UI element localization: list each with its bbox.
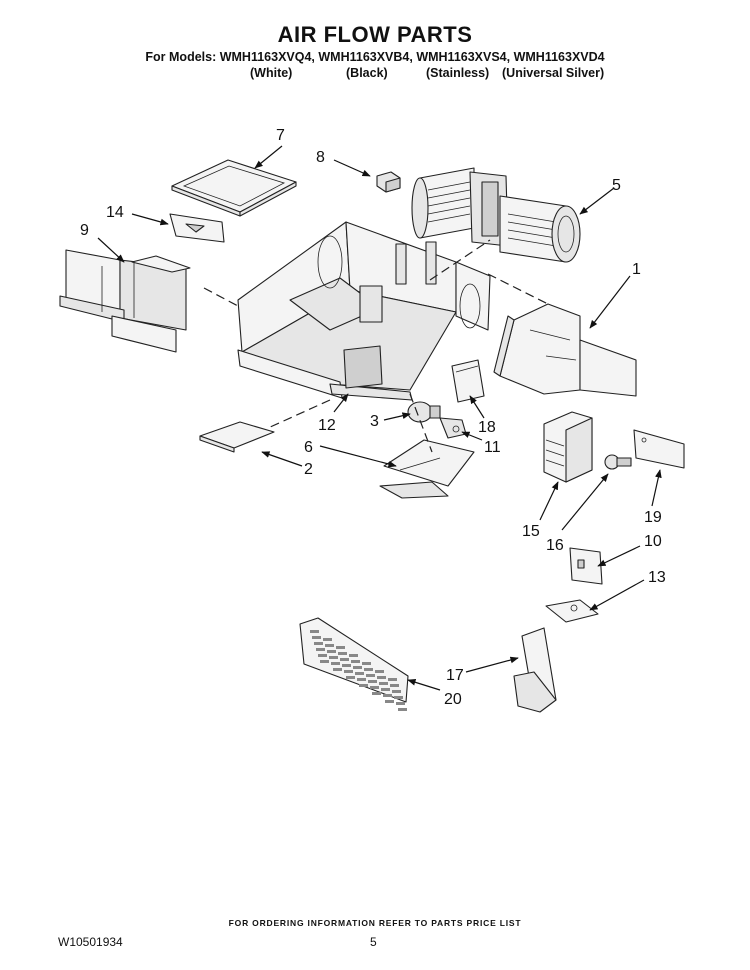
part-19-bracket-plate [633, 429, 685, 469]
grille-slot [359, 684, 368, 687]
grille-slot [353, 666, 362, 669]
callout-17: 17 [446, 667, 464, 684]
callout-arrows [97, 145, 662, 691]
part-16-thermal-cutout [604, 454, 632, 470]
callout-20: 20 [444, 691, 462, 708]
grille-slot [316, 648, 325, 651]
callout-11: 11 [484, 439, 501, 456]
part-7-filter [171, 159, 297, 217]
finish-white: (White) [250, 66, 293, 80]
document-number: W10501934 [58, 935, 123, 949]
part-17-vent-damper [513, 627, 557, 713]
grille-slot [364, 668, 373, 671]
grille-slot [394, 696, 403, 699]
dashed-leaders [203, 239, 549, 453]
grille-slot [368, 680, 377, 683]
part-20-grille [299, 617, 409, 711]
callout-16: 16 [546, 537, 564, 554]
grille-slot [344, 670, 353, 673]
page-number: 5 [370, 935, 377, 949]
part-9-duct [59, 249, 191, 353]
callout-5: 5 [612, 177, 621, 194]
callout-1: 1 [632, 261, 641, 278]
grille-slot [312, 636, 321, 639]
part-8-connector [376, 171, 401, 193]
part-11-lamp-socket [439, 417, 467, 439]
grille-slot [310, 630, 319, 633]
grille-slot [362, 662, 371, 665]
grille-slot [392, 690, 401, 693]
part-10-board [569, 547, 603, 585]
grille-slot [333, 668, 342, 671]
callout-labels: 7 8 5 14 9 1 12 3 18 6 11 2 15 16 19 10 … [80, 127, 666, 708]
grille-slot [340, 658, 349, 661]
callout-7: 7 [276, 127, 285, 144]
grille-slot [381, 688, 390, 691]
grille-slot [338, 652, 347, 655]
grille-slot [355, 672, 364, 675]
grille-slot [396, 702, 405, 705]
part-12-base-assembly [237, 221, 491, 401]
part-18-bracket [451, 359, 485, 403]
grille-slot [331, 662, 340, 665]
grille-slot [346, 676, 355, 679]
grille-slot [323, 638, 332, 641]
grille-slot [342, 664, 351, 667]
callout-13: 13 [648, 569, 666, 586]
callout-8: 8 [316, 149, 325, 166]
grille-slot [385, 700, 394, 703]
part-2-cover-plate [199, 421, 275, 453]
grille-slots [310, 630, 407, 711]
callout-9: 9 [80, 222, 89, 239]
finish-black: (Black) [346, 66, 388, 80]
callout-12: 12 [318, 417, 336, 434]
part-6-shield [379, 439, 475, 499]
grille-slot [383, 694, 392, 697]
grille-slot [375, 670, 384, 673]
page-title: AIR FLOW PARTS [277, 22, 473, 47]
part-3-lamp [407, 401, 441, 423]
grille-slot [336, 646, 345, 649]
grille-slot [370, 686, 379, 689]
grille-slot [318, 654, 327, 657]
models-line: For Models: WMH1163XVQ4, WMH1163XVB4, WM… [145, 50, 605, 64]
callout-19: 19 [644, 509, 662, 526]
grille-slot [329, 656, 338, 659]
callout-10: 10 [644, 533, 662, 550]
callout-6: 6 [304, 439, 313, 456]
part-13-mount-bracket [545, 599, 599, 623]
grille-slot [372, 692, 381, 695]
callout-18: 18 [478, 419, 496, 436]
callout-15: 15 [522, 523, 540, 540]
part-15-transformer [543, 411, 593, 483]
part-1-air-guide [493, 303, 637, 397]
grille-slot [327, 650, 336, 653]
callout-14: 14 [106, 204, 124, 221]
grille-slot [379, 682, 388, 685]
grille-slot [377, 676, 386, 679]
grille-slot [314, 642, 323, 645]
grille-slot [357, 678, 366, 681]
grille-slot [366, 674, 375, 677]
callout-2: 2 [304, 461, 313, 478]
ordering-info: FOR ORDERING INFORMATION REFER TO PARTS … [228, 918, 522, 928]
grille-slot [351, 660, 360, 663]
part-14-plate [169, 213, 225, 243]
grille-slot [390, 684, 399, 687]
part-5-blower-motor [411, 167, 581, 263]
grille-slot [388, 678, 397, 681]
grille-slot [398, 708, 407, 711]
finish-stainless: (Stainless) [426, 66, 490, 80]
grille-slot [325, 644, 334, 647]
callout-3: 3 [370, 413, 379, 430]
grille-slot [349, 654, 358, 657]
grille-slot [320, 660, 329, 663]
finish-universal-silver: (Universal Silver) [502, 66, 605, 80]
